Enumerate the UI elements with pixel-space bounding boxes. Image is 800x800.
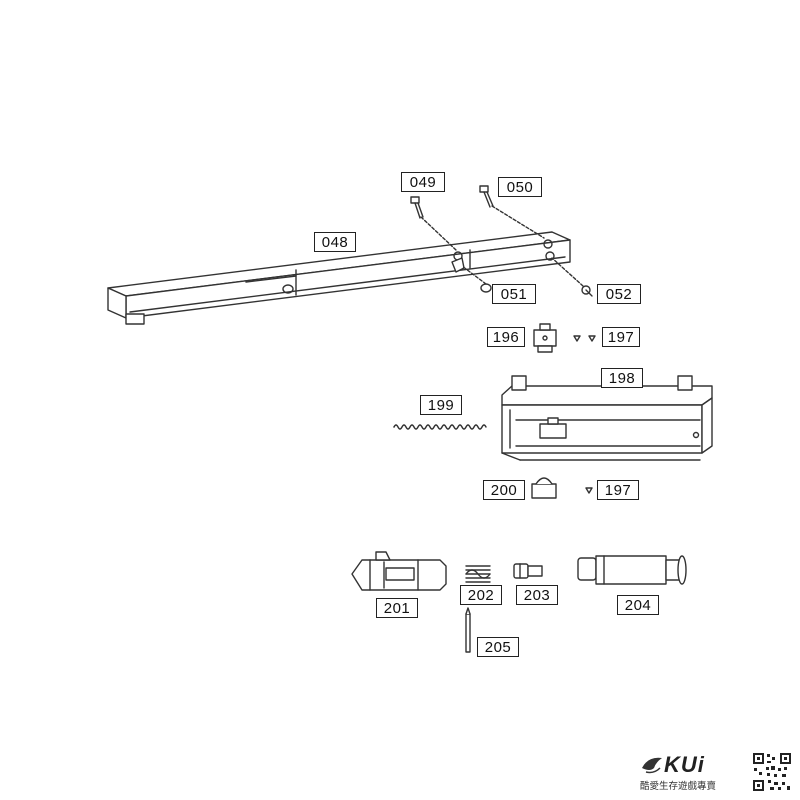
part-200-cap (531, 477, 557, 499)
brand-emblem-icon (642, 757, 662, 774)
part-051-nut (461, 265, 492, 293)
part-050-screw (479, 185, 545, 239)
part-205-rod (465, 607, 471, 653)
part-197-screw-bottom (585, 487, 593, 494)
label-050: 050 (498, 177, 542, 197)
label-196: 196 (487, 327, 525, 347)
label-197-bottom: 197 (597, 480, 639, 500)
qr-code-icon (752, 752, 792, 792)
label-198: 198 (601, 368, 643, 388)
part-199-spring (393, 424, 487, 430)
part-196-clip (533, 323, 557, 353)
part-204-nozzle (577, 555, 687, 585)
label-201: 201 (376, 598, 418, 618)
label-205: 205 (477, 637, 519, 657)
label-052: 052 (597, 284, 641, 304)
label-203: 203 (516, 585, 558, 605)
part-052-screw (551, 257, 593, 297)
label-200: 200 (483, 480, 525, 500)
label-049: 049 (401, 172, 445, 192)
brand-tagline: 酷愛生存遊戲專賣 (640, 781, 717, 792)
part-202-spring (465, 565, 491, 583)
brand-logo: KUi 酷愛生存遊戲專賣 (640, 752, 750, 796)
label-204: 204 (617, 595, 659, 615)
part-203-pin (513, 563, 543, 579)
label-202: 202 (460, 585, 502, 605)
part-198-housing (501, 375, 713, 461)
label-197-top: 197 (602, 327, 640, 347)
part-201-bolt (351, 551, 447, 591)
part-049-screw (410, 196, 457, 251)
label-048: 048 (314, 232, 356, 252)
label-199: 199 (420, 395, 462, 415)
label-051: 051 (492, 284, 536, 304)
brand-logo-text: KUi (664, 752, 705, 777)
part-197-screws-top (573, 335, 596, 342)
